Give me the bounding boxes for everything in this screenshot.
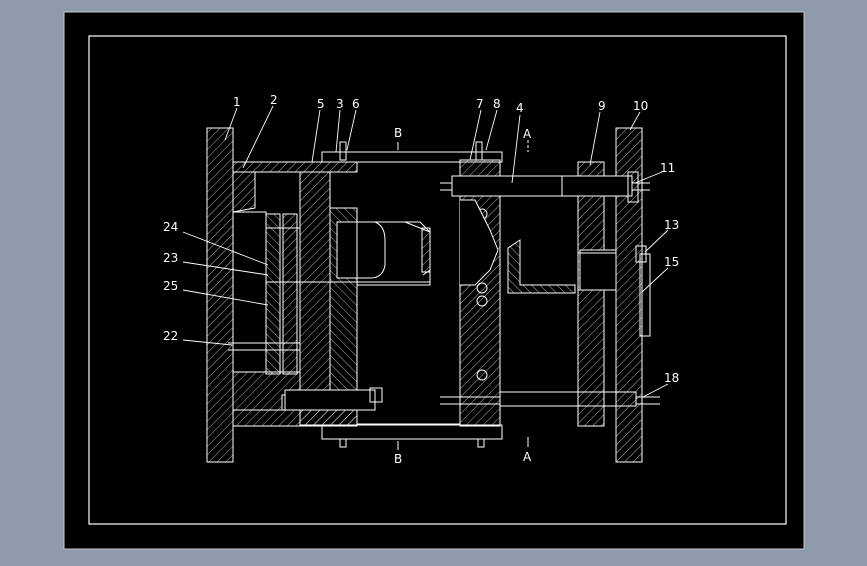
plate-2 xyxy=(232,161,358,173)
label-22: 22 xyxy=(163,329,178,343)
label-18: 18 xyxy=(664,371,679,385)
leader-lines xyxy=(182,105,669,398)
section-label-b-top: B xyxy=(394,126,402,140)
label-5: 5 xyxy=(317,97,325,111)
label-13: 13 xyxy=(664,218,679,232)
mold-geometry xyxy=(206,127,660,463)
label-10: 10 xyxy=(633,99,648,113)
label-7: 7 xyxy=(476,97,484,111)
title-border xyxy=(88,35,787,525)
label-6: 6 xyxy=(352,97,360,111)
plate-9 xyxy=(577,161,605,427)
label-4: 4 xyxy=(516,101,524,115)
section-label-b-bottom: B xyxy=(394,452,402,466)
drawing-sheet xyxy=(63,11,805,550)
label-3: 3 xyxy=(336,97,344,111)
label-11: 11 xyxy=(660,161,675,175)
label-1: 1 xyxy=(233,95,241,109)
label-23: 23 xyxy=(163,251,178,265)
label-8: 8 xyxy=(493,97,501,111)
label-15: 15 xyxy=(664,255,679,269)
section-label-a-top: A xyxy=(523,127,532,141)
label-9: 9 xyxy=(598,99,606,113)
section-label-a-bottom: A xyxy=(523,450,532,464)
label-2: 2 xyxy=(270,93,278,107)
plate-5 xyxy=(299,171,331,395)
label-24: 24 xyxy=(163,220,178,234)
part-labels: 1 2 5 3 6 7 8 4 9 10 11 13 15 18 24 23 2… xyxy=(163,93,679,466)
label-25: 25 xyxy=(163,279,178,293)
